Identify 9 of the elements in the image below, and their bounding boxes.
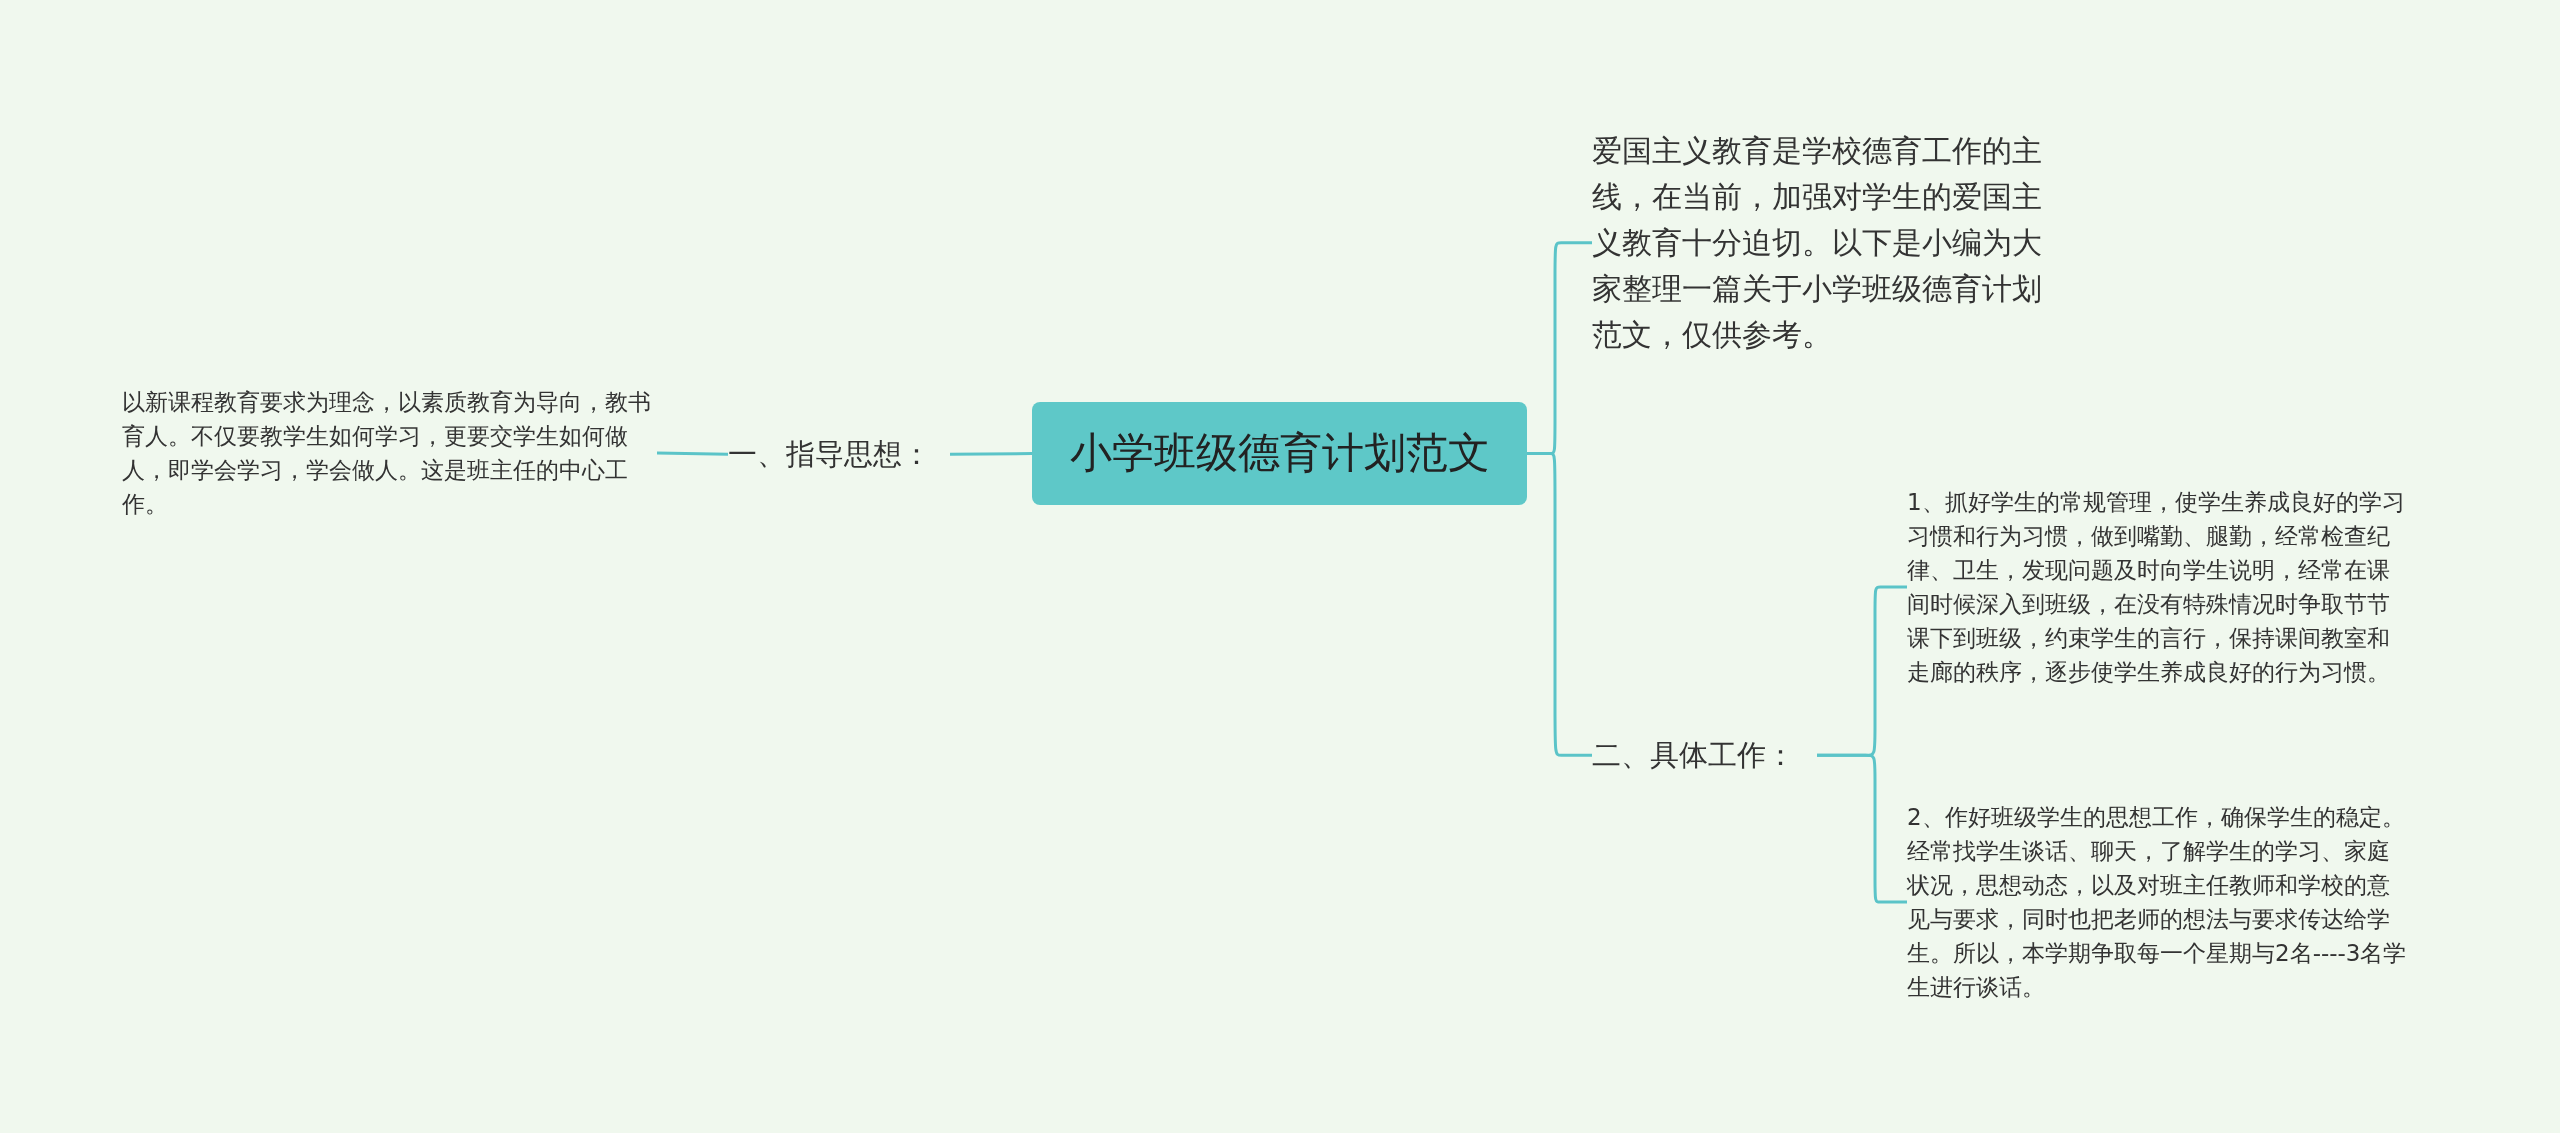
topic-text: 爱国主义教育是学校德育工作的主线，在当前，加强对学生的爱国主义教育十分迫切。以下是小编为大家整理一篇关于小学班级德育计划范文，仅供参考。 [1592,128,2062,358]
topic-text: 2、作好班级学生的思想工作，确保学生的稳定。经常找学生谈话、聊天，了解学生的学习、家庭状况，思想动态，以及对班主任教师和学校的意见与要求，同时也把老师的想法与要求传达给学生。所以，本学期争取每一个星期与2名----3名学生进行谈话。 [1907,800,2407,1005]
topic-text: 以新课程教育要求为理念，以素质教育为导向，教书育人。不仅要教学生如何学习，更要交学生如何做人，即学会学习，学会做人。这是班主任的中心工作。 [122,385,657,522]
branch-topic: 一、指导思想： [728,434,950,475]
topic-text: 1、抓好学生的常规管理，使学生养成良好的学习习惯和行为习惯，做到嘴勤、腿勤，经常检查纪律、卫生，发现问题及时向学生说明，经常在课间时候深入到班级，在没有特殊情况时争取节节课下到班级，约束学生的言行，保持课间教室和走廊的秩序，逐步使学生养成良好的行为习惯。 [1907,485,2407,690]
central-topic-box: 小学班级德育计划范文 [1032,402,1527,505]
branch-topic: 二、具体工作： [1592,735,1817,776]
connector [656,451,729,456]
connector [950,452,1032,456]
